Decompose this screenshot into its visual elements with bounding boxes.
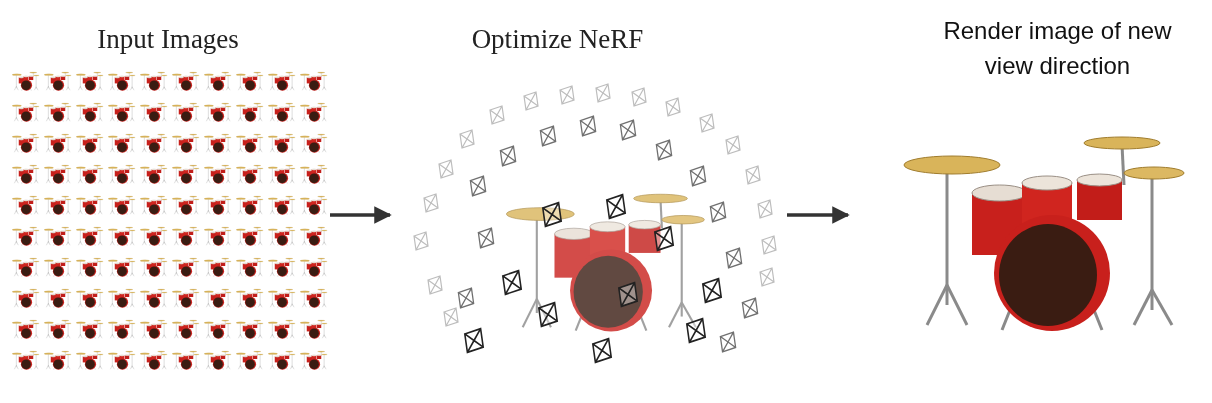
flow-arrow (330, 213, 390, 217)
panel: Optimize NeRF (392, 20, 787, 380)
panel: Render image of new view direction (850, 14, 1205, 380)
input-image-grid (10, 66, 330, 372)
camera-front (465, 195, 721, 363)
panel: Input Images (6, 20, 330, 380)
drum-kit-volume (506, 194, 704, 331)
rendered-drum-kit (904, 137, 1184, 331)
panel-heading: Render image of new view direction (938, 14, 1178, 84)
camera-dome (414, 84, 776, 352)
panel-heading: Input Images (6, 20, 330, 59)
panel-heading: Optimize NeRF (392, 20, 723, 59)
flow-arrow (787, 213, 848, 217)
